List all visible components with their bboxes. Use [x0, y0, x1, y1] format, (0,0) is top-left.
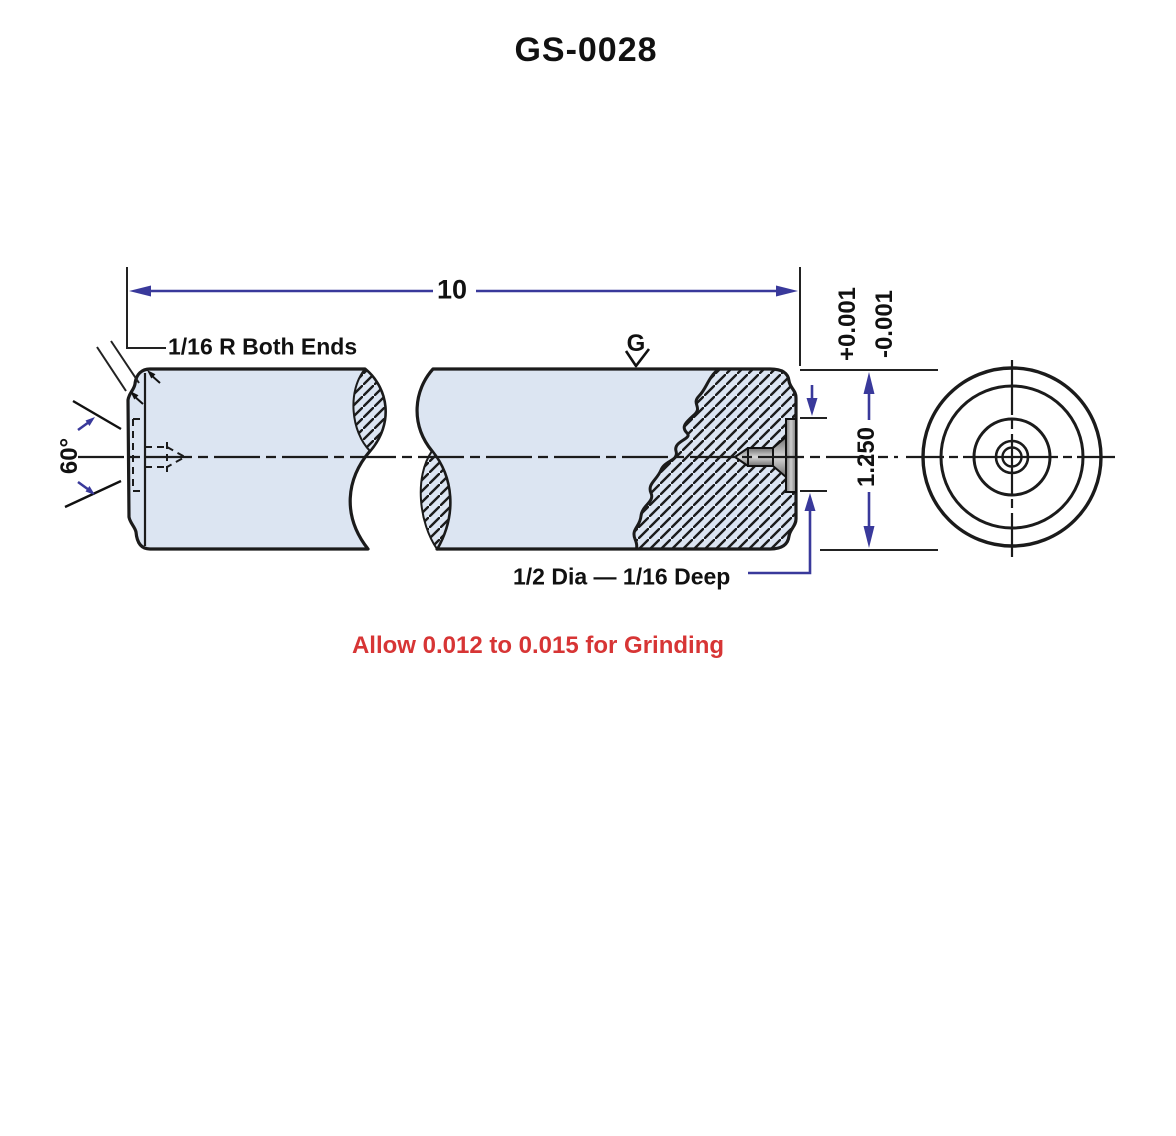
angle-annotation	[64, 399, 122, 509]
arrow-down-right-icon	[85, 486, 95, 495]
dimension-length	[126, 267, 801, 366]
recess-wall	[785, 418, 797, 493]
hidden-center-drill-left	[132, 418, 188, 492]
dimension-recess	[748, 385, 827, 575]
break-line-wavy	[632, 367, 720, 550]
grind-check-icon	[624, 348, 651, 368]
section-hatch-area	[633, 369, 796, 549]
arrow-down-icon	[863, 526, 875, 548]
arrow-up-right-icon	[85, 417, 95, 426]
tolerance-minus-label: -0.001	[871, 289, 898, 359]
arrow-left-icon	[129, 285, 151, 297]
break-lens-left-hatch	[352, 367, 387, 453]
length-dim-label: 10	[436, 274, 468, 305]
radius-pointer-arrows	[130, 370, 161, 405]
break-lens-right-hatch	[419, 449, 452, 551]
page-title: GS-0028	[514, 31, 658, 69]
grind-symbol-label: G	[626, 330, 646, 357]
angle-dim-label: 60°	[56, 437, 83, 475]
arrow-up-icon	[863, 372, 875, 394]
dimension-diameter	[800, 369, 938, 551]
diameter-dim-label: 1.250	[853, 426, 880, 488]
grinding-allowance-note: Allow 0.012 to 0.015 for Grinding	[351, 632, 725, 659]
radius-note-leaders	[96, 340, 166, 392]
arrow-down-icon	[806, 398, 818, 416]
arrow-up-icon	[804, 493, 816, 511]
tolerance-plus-label: +0.001	[834, 286, 861, 362]
shaft-front-view	[78, 367, 898, 551]
arrow-right-icon	[776, 285, 798, 297]
radius-note-label: 1/16 R Both Ends	[168, 333, 358, 360]
recess-note-label: 1/2 Dia — 1/16 Deep	[513, 563, 731, 590]
shaft-end-view	[906, 360, 1115, 557]
